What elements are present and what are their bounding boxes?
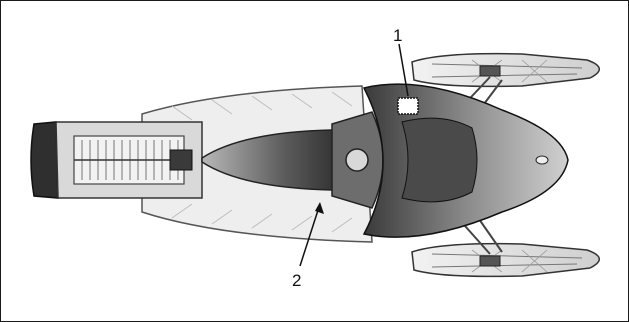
tail-light [170,150,192,170]
fuel-cap [346,149,368,171]
callout-2-label: 2 [292,271,301,290]
rear-bumper [31,122,58,198]
hood-emblem [536,156,548,164]
callout-1-label: 1 [393,26,402,45]
label-location-upper [398,98,418,114]
ski-upper [412,54,599,87]
ski-lower [412,244,599,277]
windshield [402,118,477,202]
